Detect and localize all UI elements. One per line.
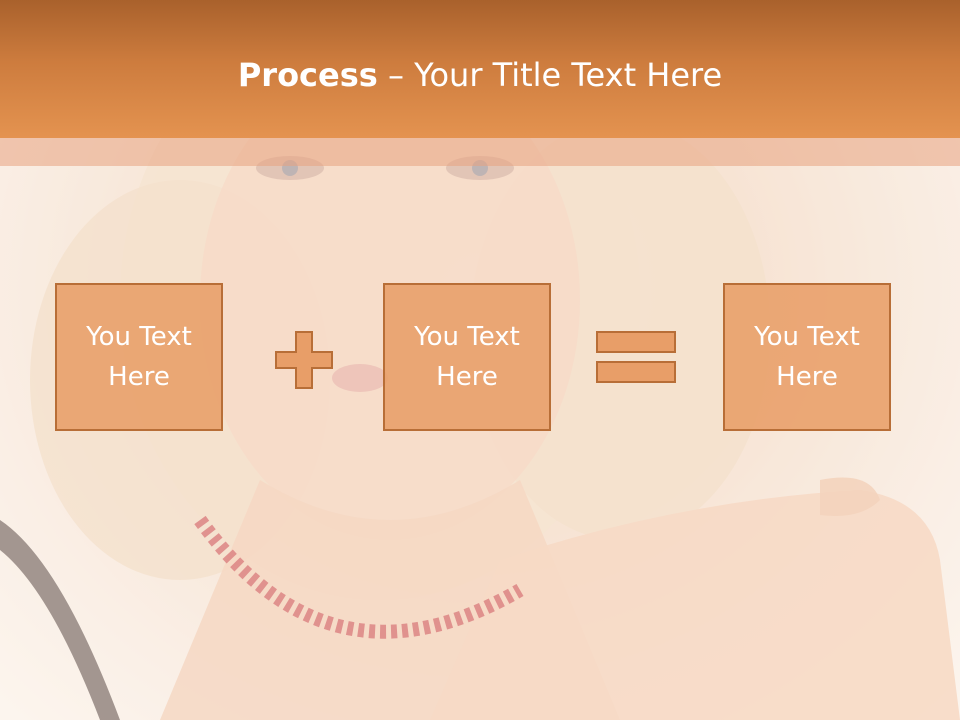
title-separator: –	[377, 56, 415, 94]
slide-title[interactable]: Process – Your Title Text Here	[0, 55, 960, 95]
process-box-3-text: You Text Here	[754, 322, 860, 392]
process-box-1-text: You Text Here	[86, 322, 192, 392]
process-box-2[interactable]: You Text Here	[383, 283, 551, 431]
process-box-1[interactable]: You Text Here	[55, 283, 223, 431]
title-bold: Process	[237, 56, 378, 94]
title-rest: Your Title Text Here	[414, 56, 723, 94]
process-box-2-text: You Text Here	[414, 322, 520, 392]
plus-icon	[275, 331, 333, 389]
title-band	[0, 138, 960, 166]
equals-icon	[596, 331, 676, 383]
title-bar	[0, 0, 960, 138]
process-box-3[interactable]: You Text Here	[723, 283, 891, 431]
